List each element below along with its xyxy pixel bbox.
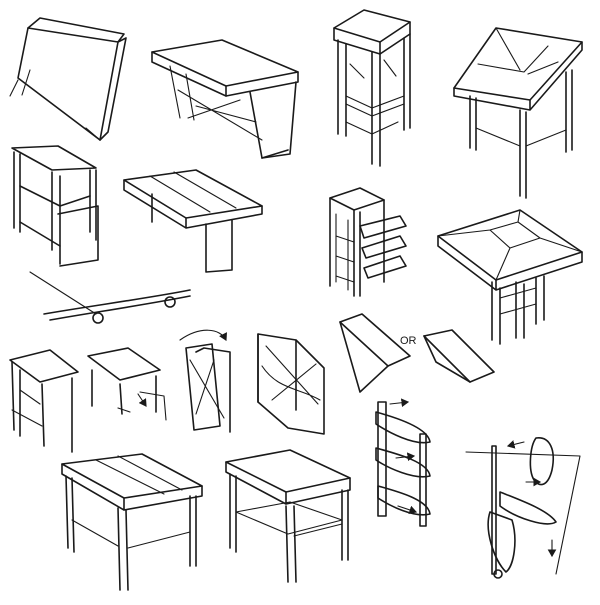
sketch-tall-stool: [333, 9, 411, 167]
or-label: OR: [400, 335, 417, 347]
sketch-rotating-tower: [375, 398, 431, 527]
sketch-folded-frames: [179, 329, 231, 433]
sketch-folding-bench: [87, 347, 167, 421]
sketch-folded-cart: [29, 271, 191, 324]
sketch-slanted-desk: [9, 17, 127, 141]
sketch-open-shelf: [11, 145, 99, 267]
sketch-trestle-desk: [151, 39, 299, 159]
sketch-inlay-table: [437, 209, 583, 345]
sketch-swing-arm-table: [465, 437, 581, 579]
sketch-folding-panels: OR: [339, 313, 495, 393]
sketch-plank-table: [123, 169, 263, 273]
sketch-desk-with-shelf: [225, 449, 351, 583]
sketch-tray-tower: [329, 187, 407, 297]
sketch-drop-leaf-table: [9, 349, 79, 453]
sketch-folding-frame: [257, 333, 325, 435]
sketch-diamond-table: [453, 27, 583, 199]
sketch-side-table: [61, 453, 203, 591]
